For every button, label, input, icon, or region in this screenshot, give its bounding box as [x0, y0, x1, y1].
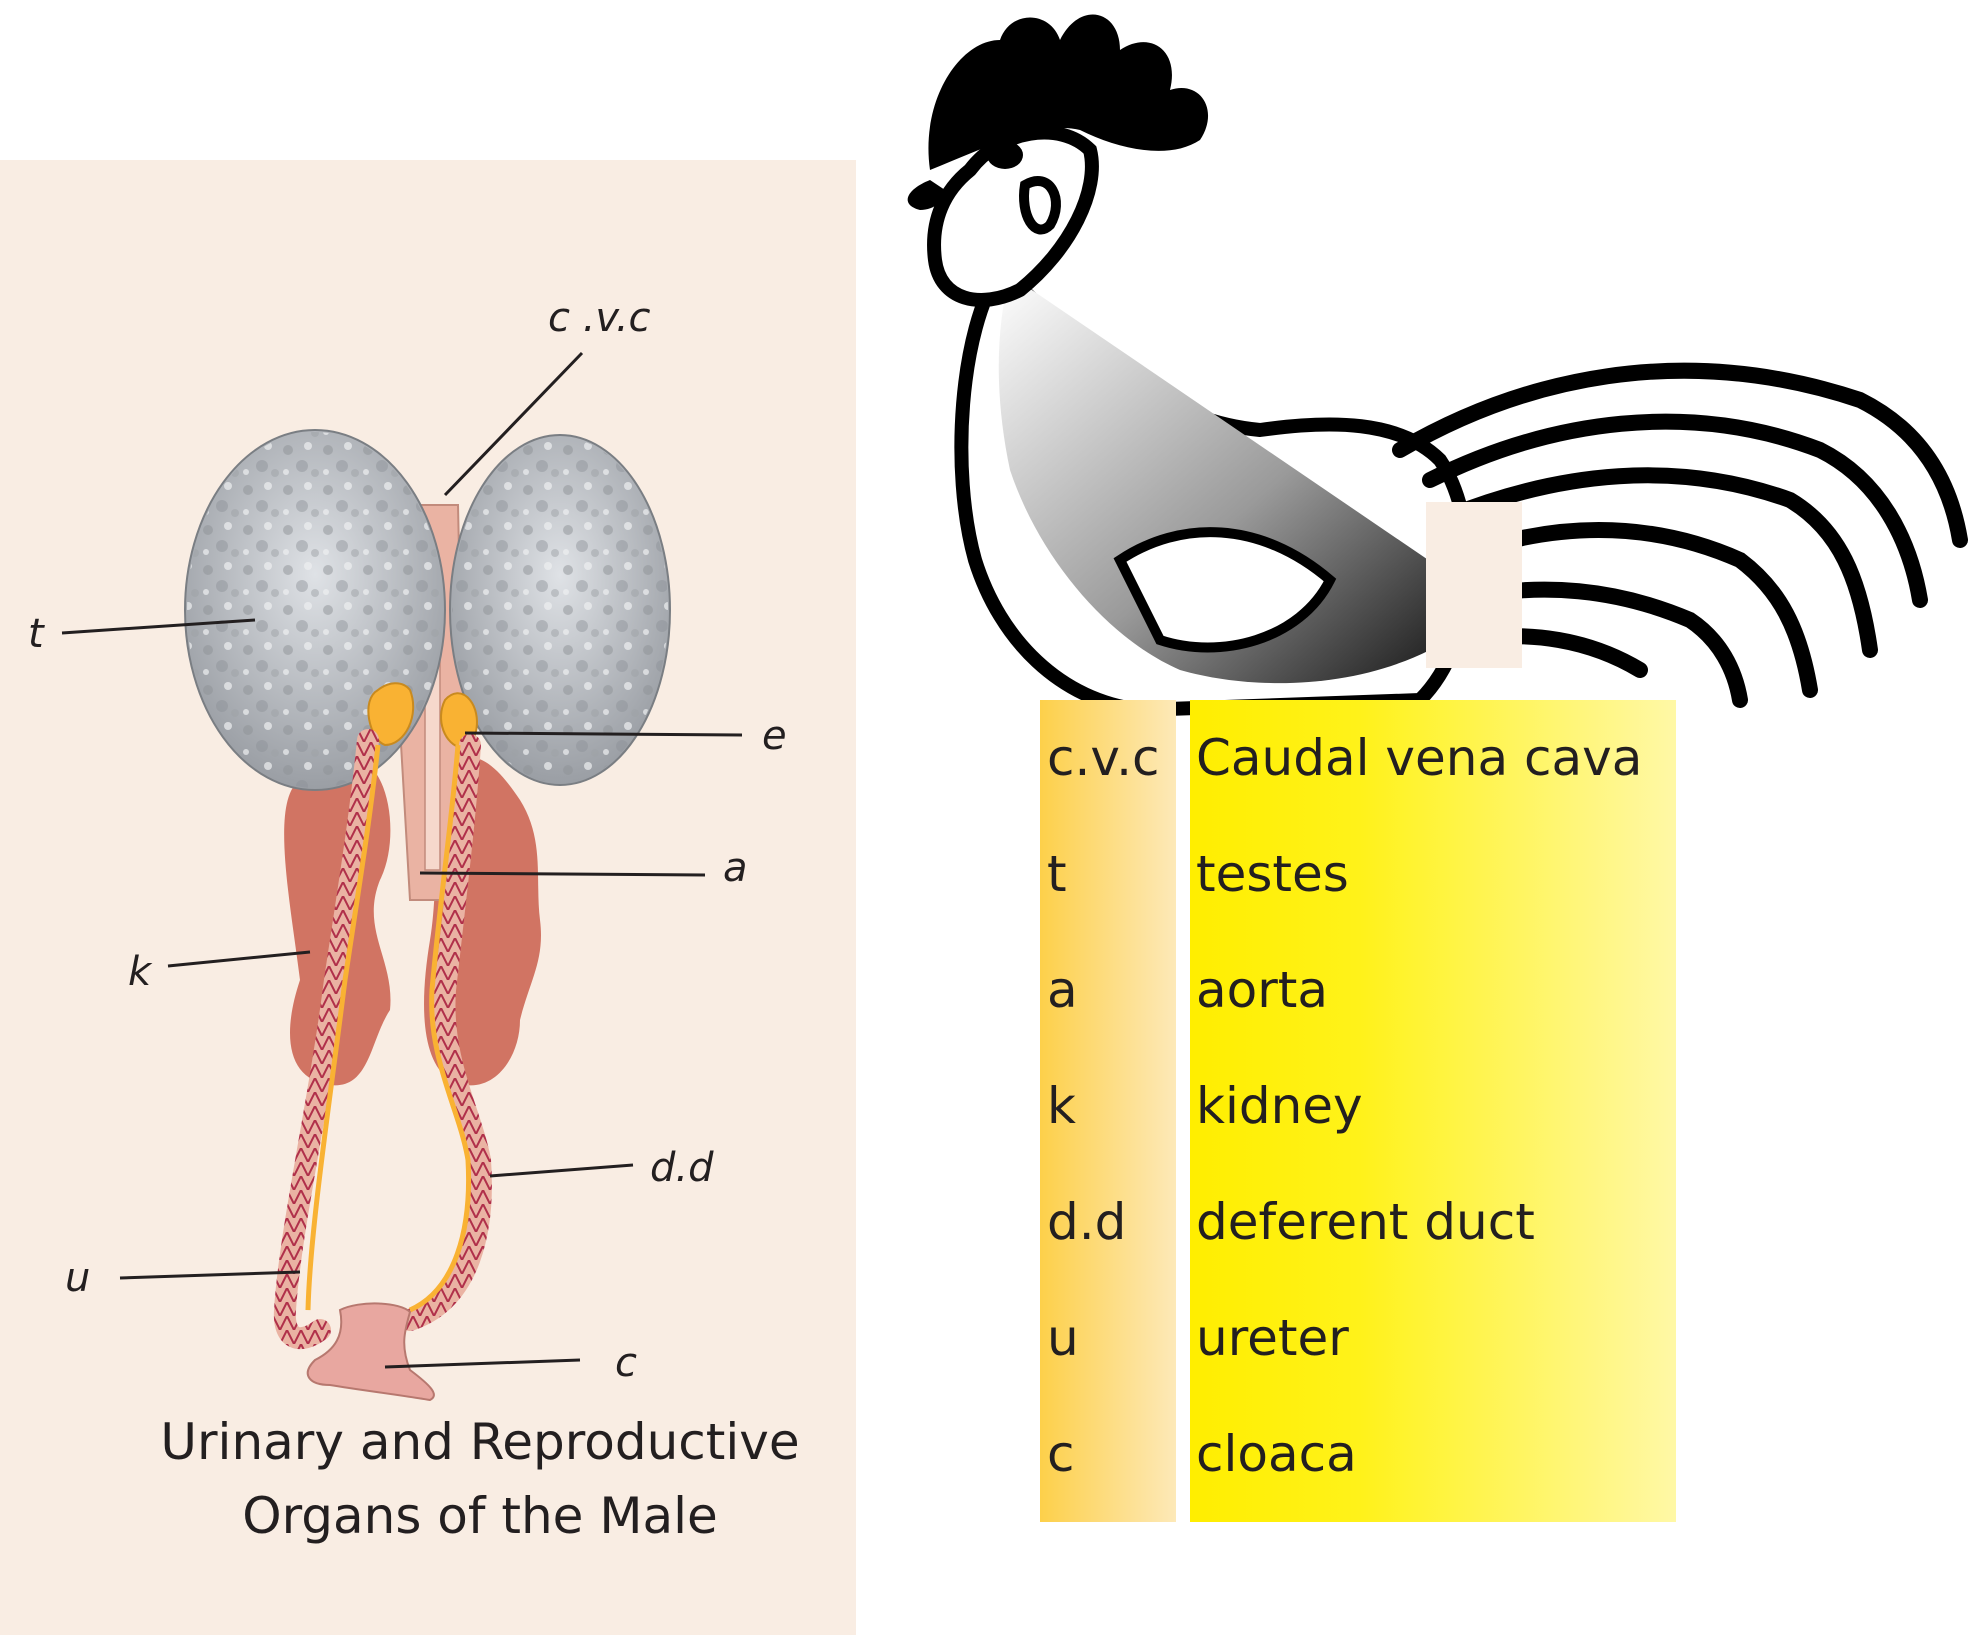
epididymis-left: [367, 682, 415, 747]
legend-abbr-2: a: [1047, 961, 1078, 1019]
legend-term-2: aorta: [1196, 961, 1329, 1019]
legend-abbr-5: u: [1047, 1309, 1079, 1367]
legend-abbr-1: t: [1047, 845, 1067, 903]
label-k: k: [128, 949, 152, 995]
legend-abbreviation-column: c.v.c t a k d.d u c: [1040, 700, 1176, 1522]
legend-abbr-6: c: [1047, 1425, 1075, 1483]
ureter-left: [273, 729, 381, 1350]
legend-term-5: ureter: [1196, 1309, 1349, 1367]
label-e: e: [762, 713, 787, 759]
legend-term-0: Caudal vena cava: [1196, 729, 1643, 787]
leader-lines: [61, 351, 743, 1369]
legend-term-column: Caudal vena cava testes aorta kidney def…: [1190, 700, 1676, 1522]
testis-left: [184, 429, 446, 791]
rooster-patch: [1426, 502, 1522, 668]
legend-term-3: kidney: [1196, 1077, 1363, 1135]
rooster-illustration: [907, 14, 1968, 718]
label-a: a: [723, 845, 748, 891]
title-line-1: Urinary and Reproductive: [160, 1413, 800, 1471]
label-dd: d.d: [650, 1145, 714, 1191]
legend-abbr-0: c.v.c: [1047, 729, 1160, 787]
title-line-2: Organs of the Male: [242, 1487, 718, 1545]
ureter-right: [399, 734, 492, 1331]
testis-right: [449, 434, 671, 786]
legend-abbr-4: d.d: [1047, 1193, 1127, 1251]
legend-term-4: deferent duct: [1196, 1193, 1535, 1251]
legend-term-1: testes: [1196, 845, 1349, 903]
cloaca: [306, 1302, 435, 1402]
label-c: c: [615, 1340, 637, 1386]
label-cvc: c .v.c: [548, 295, 651, 341]
label-t: t: [28, 611, 44, 657]
legend-term-6: cloaca: [1196, 1425, 1357, 1483]
legend-abbr-3: k: [1047, 1077, 1076, 1135]
label-u: u: [65, 1255, 91, 1301]
figure-title: Urinary and Reproductive Organs of the M…: [100, 1405, 860, 1553]
